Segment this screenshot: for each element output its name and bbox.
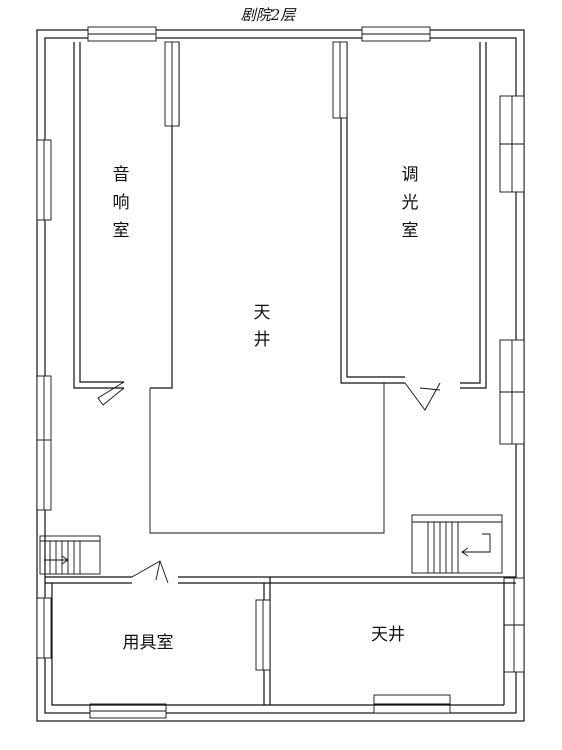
svg-text:调: 调 — [402, 165, 419, 185]
stair-right — [411, 514, 503, 574]
atrium-void — [149, 383, 385, 534]
svg-text:天: 天 — [254, 303, 271, 323]
svg-text:室: 室 — [113, 221, 130, 241]
sound-room-walls — [73, 41, 180, 406]
svg-text:室: 室 — [402, 221, 419, 241]
svg-text:井: 井 — [254, 330, 271, 350]
label-props-room: 用具室 — [123, 633, 174, 653]
stair-left — [39, 535, 101, 575]
outer-walls — [36, 29, 525, 722]
label-atrium-small: 天井 — [371, 625, 405, 645]
svg-text:音: 音 — [113, 165, 130, 185]
plan-title: 剧院2层 — [241, 6, 298, 24]
lower-partition — [45, 560, 516, 584]
windows — [36, 26, 525, 719]
label-sound-room: 音 响 室 — [113, 165, 130, 241]
svg-text:光: 光 — [402, 193, 419, 213]
svg-text:响: 响 — [113, 193, 130, 213]
label-light-room: 调 光 室 — [402, 165, 419, 241]
label-atrium-main: 天 井 — [254, 303, 271, 350]
props-room-walls — [51, 577, 505, 706]
